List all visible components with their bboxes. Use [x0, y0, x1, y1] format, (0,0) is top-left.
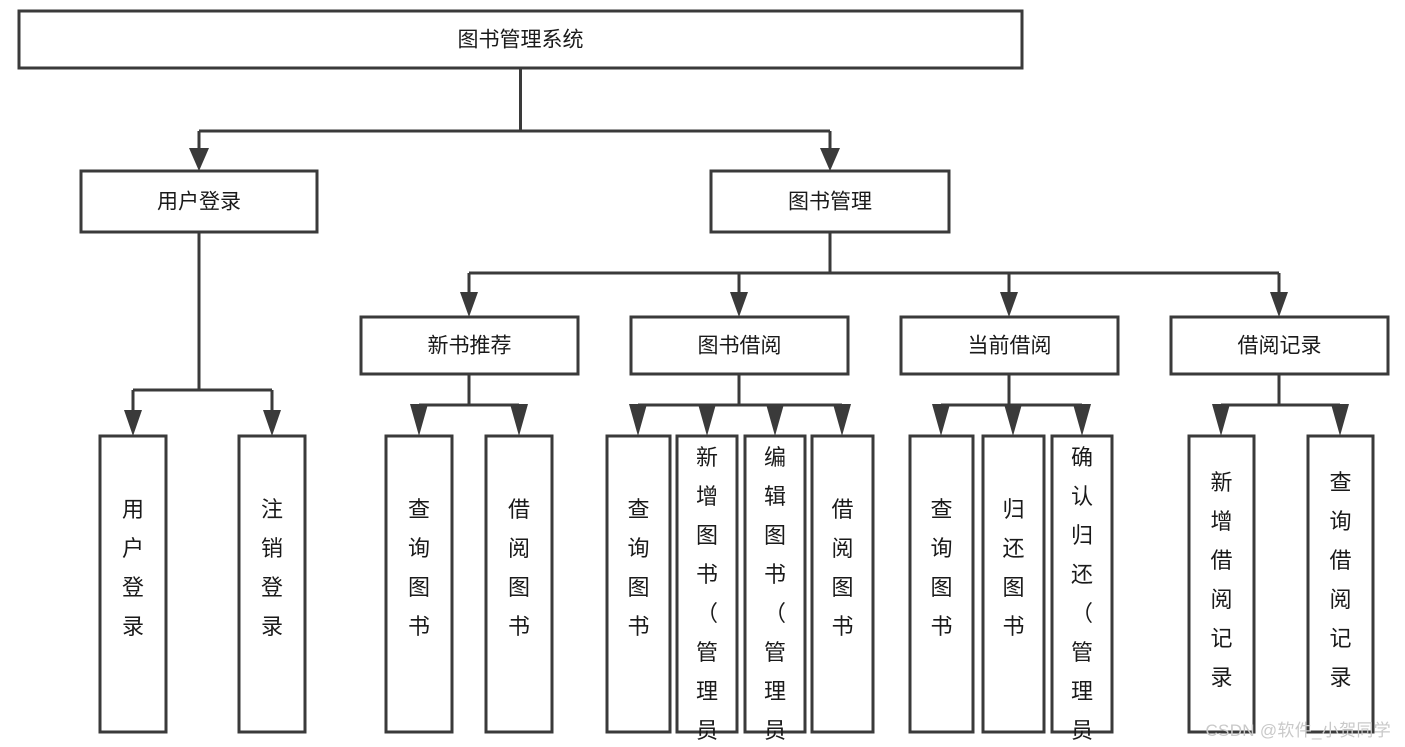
leaf-query-book-current-box[interactable] — [908, 434, 975, 734]
node-root-system[interactable]: 图书管理系统 — [17, 9, 1024, 70]
leaf-logout-label: 注销登录 — [261, 497, 283, 639]
arrowhead-current-leaf-1 — [932, 404, 950, 436]
node-current-borrow-box[interactable] — [899, 315, 1120, 376]
leaf-node-borrow-book-borrow[interactable]: 借阅图书 — [810, 434, 875, 734]
leaf-confirm-return-admin-box[interactable] — [1050, 434, 1114, 734]
leaf-node-user-login[interactable]: 用户登录 — [98, 434, 168, 734]
connector-layer — [124, 68, 1349, 436]
leaf-borrow-book-newrec-label: 借阅图书 — [508, 497, 530, 639]
arrowhead-newbook-leaf-1 — [410, 404, 428, 436]
leaf-user-login-box[interactable] — [98, 434, 168, 734]
node-root-label: 图书管理系统 — [458, 29, 584, 52]
leaf-add-borrow-record-label: 新增借阅记录 — [1210, 470, 1232, 690]
leaf-return-book-box[interactable] — [981, 434, 1046, 734]
leaf-add-book-admin-box[interactable] — [675, 434, 739, 734]
leaf-borrow-book-borrow-box[interactable] — [810, 434, 875, 734]
arrowhead-record-leaf-1 — [1212, 404, 1230, 436]
leaf-node-borrow-book-newrec[interactable]: 借阅图书 — [484, 434, 554, 734]
leaf-query-book-newrec-label: 查询图书 — [408, 497, 430, 639]
leaf-node-edit-book-admin[interactable]: 编辑图书（管理员） — [743, 434, 807, 747]
arrowhead-borrow-record — [1270, 292, 1288, 317]
csdn-watermark: CSDN @软件_小贺同学 — [1205, 721, 1391, 740]
leaf-query-book-newrec-box[interactable] — [384, 434, 454, 734]
leaf-node-confirm-return-admin[interactable]: 确认归还（管理员） — [1050, 434, 1114, 747]
leaf-node-add-book-admin[interactable]: 新增图书（管理员） — [675, 434, 739, 747]
node-new-book-recommend-box[interactable] — [359, 315, 580, 376]
arrowhead-leaf-user-login — [124, 410, 142, 436]
arrowhead-book-mgmt — [820, 148, 840, 171]
leaf-edit-book-admin-box[interactable] — [743, 434, 807, 734]
leaf-node-query-book-current[interactable]: 查询图书 — [908, 434, 975, 734]
node-book-borrow[interactable]: 图书借阅 — [629, 315, 850, 376]
leaf-node-logout[interactable]: 注销登录 — [237, 434, 307, 734]
node-new-book-recommend[interactable]: 新书推荐 — [359, 315, 580, 376]
arrowhead-borrow-leaf-4 — [833, 404, 851, 436]
leaf-query-borrow-record-label: 查询借阅记录 — [1329, 470, 1351, 690]
node-borrow-record-box[interactable] — [1169, 315, 1390, 376]
leaf-query-borrow-record-box[interactable] — [1306, 434, 1375, 734]
node-borrow-record[interactable]: 借阅记录 — [1169, 315, 1390, 376]
arrowhead-leaf-logout — [263, 410, 281, 436]
leaf-logout-box[interactable] — [237, 434, 307, 734]
arrowhead-record-leaf-2 — [1331, 404, 1349, 436]
arrowhead-current-leaf-3 — [1073, 404, 1091, 436]
leaf-node-query-book-borrow[interactable]: 查询图书 — [605, 434, 672, 734]
node-book-management[interactable]: 图书管理 — [709, 169, 951, 234]
node-book-management-box[interactable] — [709, 169, 951, 234]
leaf-query-book-borrow-label: 查询图书 — [627, 497, 649, 639]
leaf-borrow-book-newrec-box[interactable] — [484, 434, 554, 734]
leaf-add-book-admin-label: 新增图书（管理员） — [696, 445, 718, 747]
arrowhead-current-borrow — [1000, 292, 1018, 317]
node-borrow-record-label: 借阅记录 — [1238, 335, 1322, 358]
node-user-login-box[interactable] — [79, 169, 319, 234]
arrowhead-borrow-leaf-1 — [629, 404, 647, 436]
leaf-user-login-label: 用户登录 — [122, 497, 144, 639]
arrowhead-current-leaf-2 — [1004, 404, 1022, 436]
arrowhead-user-login — [189, 148, 209, 171]
node-user-login-label: 用户登录 — [157, 191, 241, 214]
node-root-box[interactable] — [17, 9, 1024, 70]
node-current-borrow[interactable]: 当前借阅 — [899, 315, 1120, 376]
node-book-borrow-box[interactable] — [629, 315, 850, 376]
arrowhead-newbook-leaf-2 — [510, 404, 528, 436]
leaf-return-book-label: 归还图书 — [1002, 497, 1024, 639]
node-book-borrow-label: 图书借阅 — [698, 335, 782, 358]
leaf-node-return-book[interactable]: 归还图书 — [981, 434, 1046, 734]
arrowhead-book-borrow — [730, 292, 748, 317]
node-current-borrow-label: 当前借阅 — [968, 335, 1052, 358]
leaf-node-query-borrow-record[interactable]: 查询借阅记录 — [1306, 434, 1375, 734]
arrowhead-borrow-leaf-2 — [698, 404, 716, 436]
leaf-node-add-borrow-record[interactable]: 新增借阅记录 — [1187, 434, 1256, 734]
node-new-book-recommend-label: 新书推荐 — [428, 335, 512, 358]
leaf-add-borrow-record-box[interactable] — [1187, 434, 1256, 734]
arrowhead-new-book-rec — [460, 292, 478, 317]
leaf-confirm-return-admin-label: 确认归还（管理员） — [1071, 445, 1093, 747]
leaf-node-query-book-newrec[interactable]: 查询图书 — [384, 434, 454, 734]
leaf-query-book-borrow-box[interactable] — [605, 434, 672, 734]
leaf-edit-book-admin-label: 编辑图书（管理员） — [764, 445, 786, 747]
node-book-management-label: 图书管理 — [788, 191, 872, 214]
leaf-query-book-current-label: 查询图书 — [930, 497, 952, 639]
node-user-login[interactable]: 用户登录 — [79, 169, 319, 234]
arrowhead-borrow-leaf-3 — [766, 404, 784, 436]
leaf-borrow-book-borrow-label: 借阅图书 — [831, 497, 853, 639]
